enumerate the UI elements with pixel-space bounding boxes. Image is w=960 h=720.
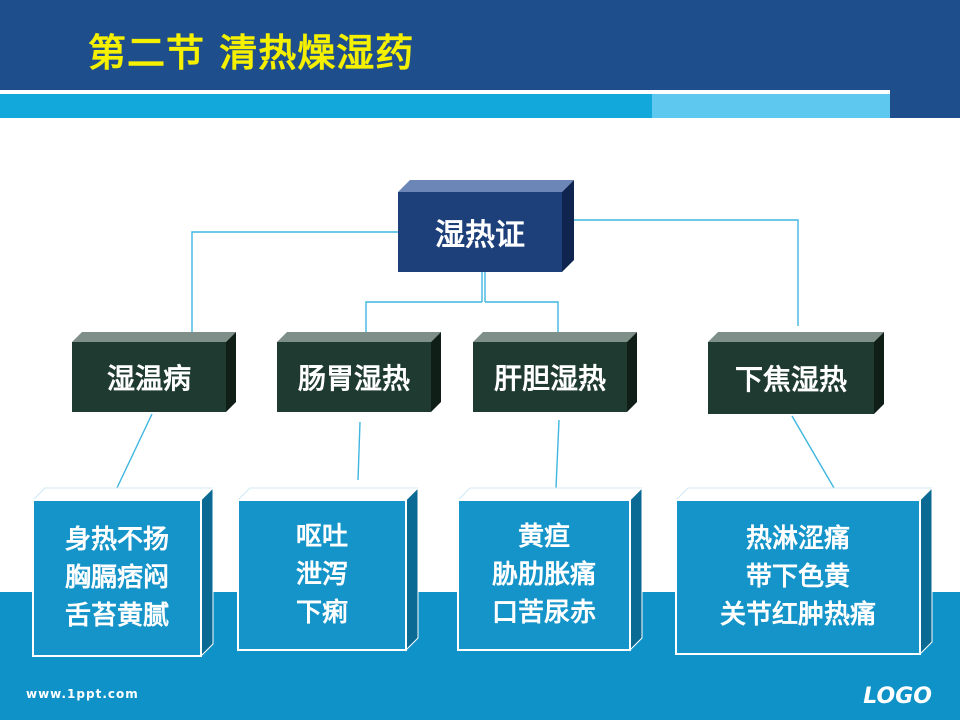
- symptom-box-2: 呕吐 泄泻 下痢: [236, 486, 420, 652]
- symptom-2-3: 下痢: [295, 598, 348, 628]
- category-box-4: 下焦湿热: [708, 332, 884, 414]
- connector-mid-right: [485, 301, 559, 332]
- symptom-box-4-shape: [674, 486, 934, 656]
- symptom-list-2: 呕吐 泄泻 下痢: [238, 500, 406, 650]
- header-stripe: [0, 94, 652, 118]
- connector-cat4-leaf4: [791, 415, 835, 489]
- symptom-box-4: 热淋涩痛 带下色黄 关节红肿热痛: [674, 486, 934, 656]
- symptom-3-2: 胁肋胀痛: [491, 560, 596, 590]
- symptom-2-1: 呕吐: [295, 522, 348, 552]
- symptom-1-2: 胸膈痞闷: [64, 563, 169, 593]
- footer-logo: LOGO: [863, 684, 932, 709]
- category-label-4: 下焦湿热: [734, 363, 847, 396]
- header-stripe-end: [890, 90, 960, 118]
- symptom-1-1: 身热不扬: [64, 525, 169, 555]
- symptom-4-1: 热淋涩痛: [745, 524, 850, 554]
- header-bar: [0, 0, 960, 90]
- symptom-1-3: 舌苔黄腻: [64, 601, 169, 631]
- category-box-3: 肝胆湿热: [473, 332, 637, 412]
- symptom-4-3: 关节红肿热痛: [719, 600, 876, 630]
- symptom-list-3: 黄疸 胁肋胀痛 口苦尿赤: [458, 500, 630, 650]
- symptom-3-1: 黄疸: [517, 522, 570, 552]
- category-label-3: 肝胆湿热: [493, 362, 606, 395]
- category-box-1-shape: [72, 332, 236, 412]
- connector-cat2-leaf2: [357, 421, 361, 481]
- symptom-box-2-shape: [236, 486, 420, 652]
- symptom-box-3-shape: [456, 486, 644, 652]
- symptom-list-4: 热淋涩痛 带下色黄 关节红肿热痛: [676, 500, 920, 654]
- root-box: 湿热证: [398, 180, 574, 274]
- root-label: 湿热证: [435, 218, 525, 253]
- symptom-4-2: 带下色黄: [745, 562, 850, 592]
- symptom-3-3: 口苦尿赤: [491, 598, 596, 628]
- root-box-shape: [398, 180, 574, 272]
- symptom-list-1: 身热不扬 胸膈痞闷 舌苔黄腻: [33, 500, 201, 656]
- category-box-3-shape: [473, 332, 637, 412]
- connector-mid-left: [365, 301, 482, 332]
- symptom-box-3: 黄疸 胁肋胀痛 口苦尿赤: [456, 486, 644, 652]
- connector-root-right: [562, 219, 799, 326]
- header-stripe-light: [652, 94, 890, 118]
- category-box-1: 湿温病: [72, 332, 236, 412]
- footer-url: www.1ppt.com: [26, 687, 139, 701]
- symptom-box-1: 身热不扬 胸膈痞闷 舌苔黄腻: [31, 486, 215, 658]
- symptom-2-2: 泄泻: [295, 560, 348, 590]
- category-label-1: 湿温病: [106, 362, 191, 395]
- category-label-2: 肠胃湿热: [297, 362, 410, 395]
- connector-root-left: [191, 231, 400, 332]
- connector-cat1-leaf1: [115, 413, 153, 491]
- slide-title: 第二节 清热燥湿药: [88, 31, 415, 75]
- connector-cat3-leaf3: [555, 419, 560, 489]
- symptom-box-1-shape: [31, 486, 215, 658]
- category-box-2: 肠胃湿热: [277, 332, 441, 412]
- category-box-2-shape: [277, 332, 441, 412]
- category-box-4-shape: [708, 332, 884, 414]
